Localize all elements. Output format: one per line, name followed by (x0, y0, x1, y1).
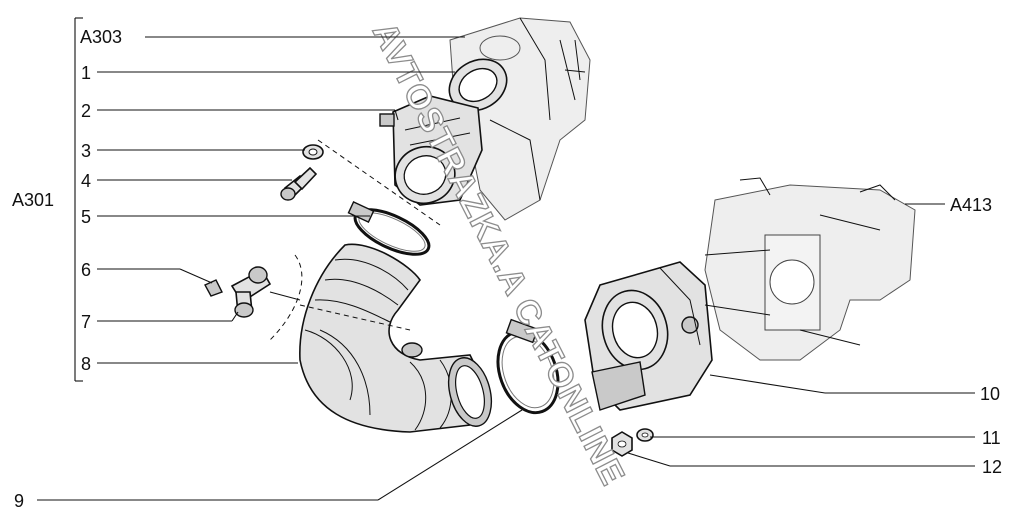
bolt-part (280, 166, 318, 201)
label-3: 3 (81, 141, 91, 161)
label-8: 8 (81, 354, 91, 374)
label-a301: A301 (12, 190, 54, 210)
label-4: 4 (81, 171, 91, 191)
flowmeter-part (379, 95, 483, 206)
intake-manifold-part (704, 177, 916, 361)
large-clamp-part (496, 318, 560, 415)
label-5: 5 (81, 207, 91, 227)
small-clamp-part (347, 200, 431, 256)
assembly-dashed-lines (269, 139, 441, 341)
leader-lines (37, 36, 975, 501)
label-11: 11 (982, 428, 1001, 448)
throttle-body-part (584, 261, 713, 411)
seal-ring-part (448, 58, 508, 112)
washer-11-part (636, 428, 654, 442)
label-2: 2 (81, 101, 91, 121)
washer-part (302, 144, 324, 160)
label-10: 10 (980, 384, 1000, 404)
label-a413: A413 (950, 195, 992, 215)
nut-12-part (611, 431, 633, 457)
label-9: 9 (14, 491, 24, 511)
label-7: 7 (81, 312, 91, 332)
a301-bracket (74, 17, 83, 382)
label-1: 1 (81, 63, 91, 83)
label-12: 12 (982, 457, 1002, 477)
air-hose-part (299, 243, 493, 433)
label-6: 6 (81, 260, 91, 280)
label-a303: A303 (80, 27, 122, 47)
breather-fitting-part (204, 266, 301, 318)
